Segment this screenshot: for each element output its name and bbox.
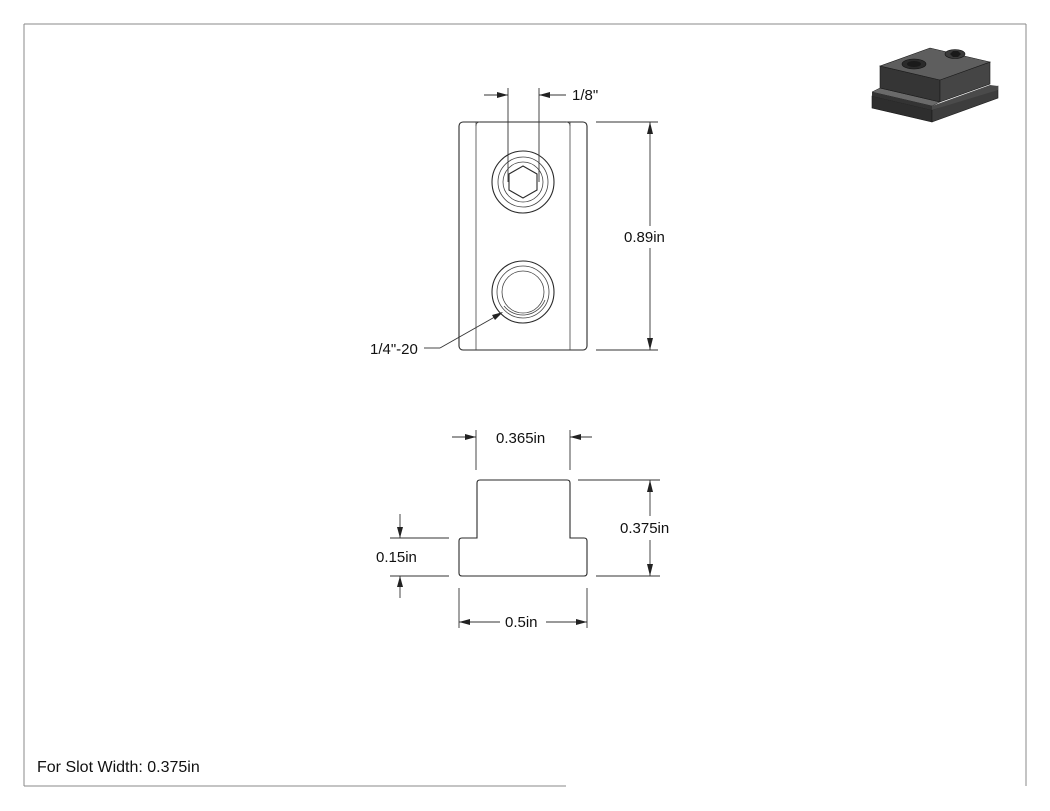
dim-base-width-label: 0.5in xyxy=(505,614,538,631)
dim-height xyxy=(578,479,660,577)
thread-callout-label: 1/4"-20 xyxy=(370,341,418,358)
dim-flange-height xyxy=(390,514,449,598)
dim-flange-height-label: 0.15in xyxy=(376,549,417,566)
sheet-frame xyxy=(23,23,1027,787)
side-view: 0.365in 0.375in 0.15in xyxy=(376,430,669,631)
top-view: 1/8" 0.89in 1/4"-20 xyxy=(370,87,665,358)
dim-base-width xyxy=(458,588,588,628)
set-screw-hole xyxy=(491,150,555,214)
thread-callout-leader xyxy=(424,312,503,349)
threaded-hole xyxy=(491,260,555,324)
dim-length xyxy=(596,121,658,351)
slot-width-note: For Slot Width: 0.375in xyxy=(37,759,200,776)
dim-hole-offset xyxy=(484,88,566,182)
isometric-part-image xyxy=(871,47,999,123)
dim-top-width xyxy=(452,430,592,470)
dim-hole-offset-label: 1/8" xyxy=(572,87,598,104)
dim-length-label: 0.89in xyxy=(624,229,665,246)
dim-top-width-label: 0.365in xyxy=(496,430,545,447)
dim-height-label: 0.375in xyxy=(620,520,669,537)
